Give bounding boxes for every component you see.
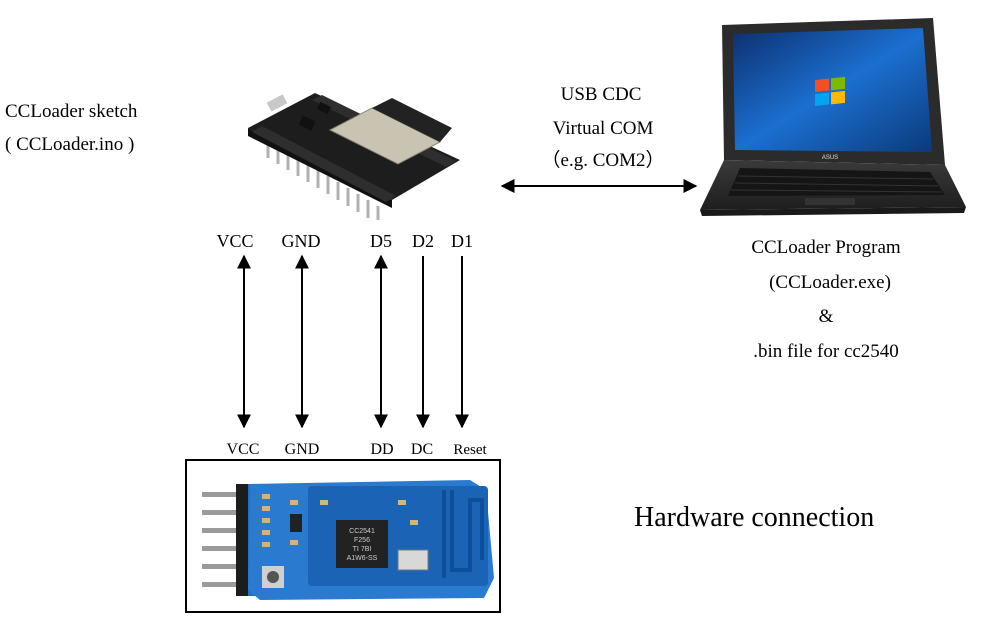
laptop-brand: ASUS xyxy=(822,155,838,161)
top-pin-vcc: VCC xyxy=(216,231,254,251)
top-pin-gnd: GND xyxy=(281,231,321,251)
cc2541-chip xyxy=(336,520,388,568)
chip-label-2: F256 xyxy=(354,537,370,544)
hardware-connection-title: Hardware connection xyxy=(634,502,875,533)
chip-label-4: A1W6-SS xyxy=(347,555,378,562)
bottom-pin-dd: DD xyxy=(370,441,394,458)
bottom-pin-vcc: VCC xyxy=(226,441,260,458)
program-label: CCLoader Program xyxy=(751,237,901,258)
bottom-pin-gnd: GND xyxy=(284,441,320,458)
chip-label-3: TI 7BI xyxy=(353,546,372,553)
ble-module-image: CC2541 F256 TI 7BI A1W6-SS xyxy=(202,480,494,600)
bin-file-label: .bin file for cc2540 xyxy=(753,341,899,362)
program-exe-label: (CCLoader.exe) xyxy=(769,272,891,293)
sketch-label: CCLoader sketch xyxy=(5,101,138,122)
top-pin-d5: D5 xyxy=(370,231,392,251)
usb-cdc-label: USB CDC xyxy=(560,84,642,105)
bottom-pin-dc: DC xyxy=(410,441,434,458)
sketch-file-label: ( CCLoader.ino ) xyxy=(5,134,135,155)
bottom-pin-reset: Reset xyxy=(453,442,487,458)
top-pin-d1: D1 xyxy=(451,231,473,251)
top-pin-d2: D2 xyxy=(412,231,434,251)
ampersand-label: & xyxy=(818,306,834,327)
chip-label-1: CC2541 xyxy=(349,528,375,535)
nodemcu-board-image xyxy=(248,93,460,220)
com-port-label: （e.g. COM2） xyxy=(541,150,665,171)
virtual-com-label: Virtual COM xyxy=(552,118,654,139)
laptop-image: ASUS xyxy=(700,18,966,216)
